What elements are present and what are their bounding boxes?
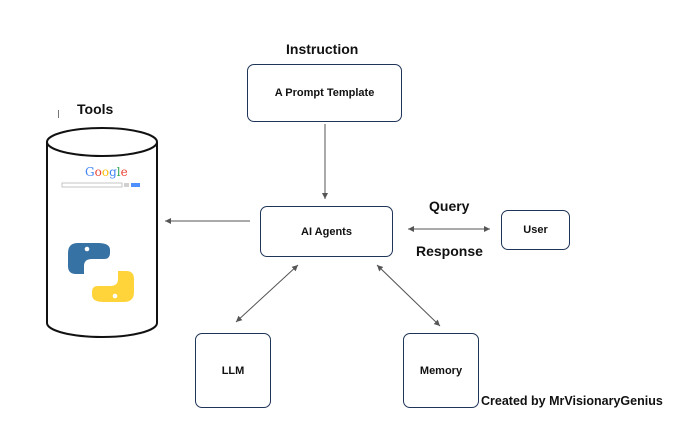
- prompt-template-node: A Prompt Template: [247, 64, 402, 122]
- credit-text: Created by MrVisionaryGenius: [481, 394, 663, 408]
- tools-label: Tools: [77, 101, 114, 117]
- user-node: User: [501, 210, 570, 250]
- tools-cylinder: [46, 127, 158, 338]
- query-label: Query: [429, 198, 470, 214]
- google-search-icon: [61, 182, 140, 188]
- memory-text: Memory: [419, 364, 463, 377]
- ai-agents-node: AI Agents: [260, 206, 393, 257]
- prompt-template-text: A Prompt Template: [274, 87, 375, 99]
- ai-agents-text: AI Agents: [301, 225, 352, 238]
- python-logo-icon: [68, 243, 134, 302]
- llm-node: LLM: [195, 333, 271, 408]
- arrow-agents-llm: [235, 264, 299, 323]
- google-logo-text: Google: [85, 165, 128, 179]
- tools-tick-mark: [58, 110, 59, 118]
- response-label: Response: [416, 243, 483, 259]
- instruction-label: Instruction: [286, 41, 359, 57]
- llm-text: LLM: [221, 364, 245, 377]
- memory-node: Memory: [403, 333, 479, 408]
- user-text: User: [523, 224, 548, 236]
- arrow-agents-memory: [376, 264, 441, 327]
